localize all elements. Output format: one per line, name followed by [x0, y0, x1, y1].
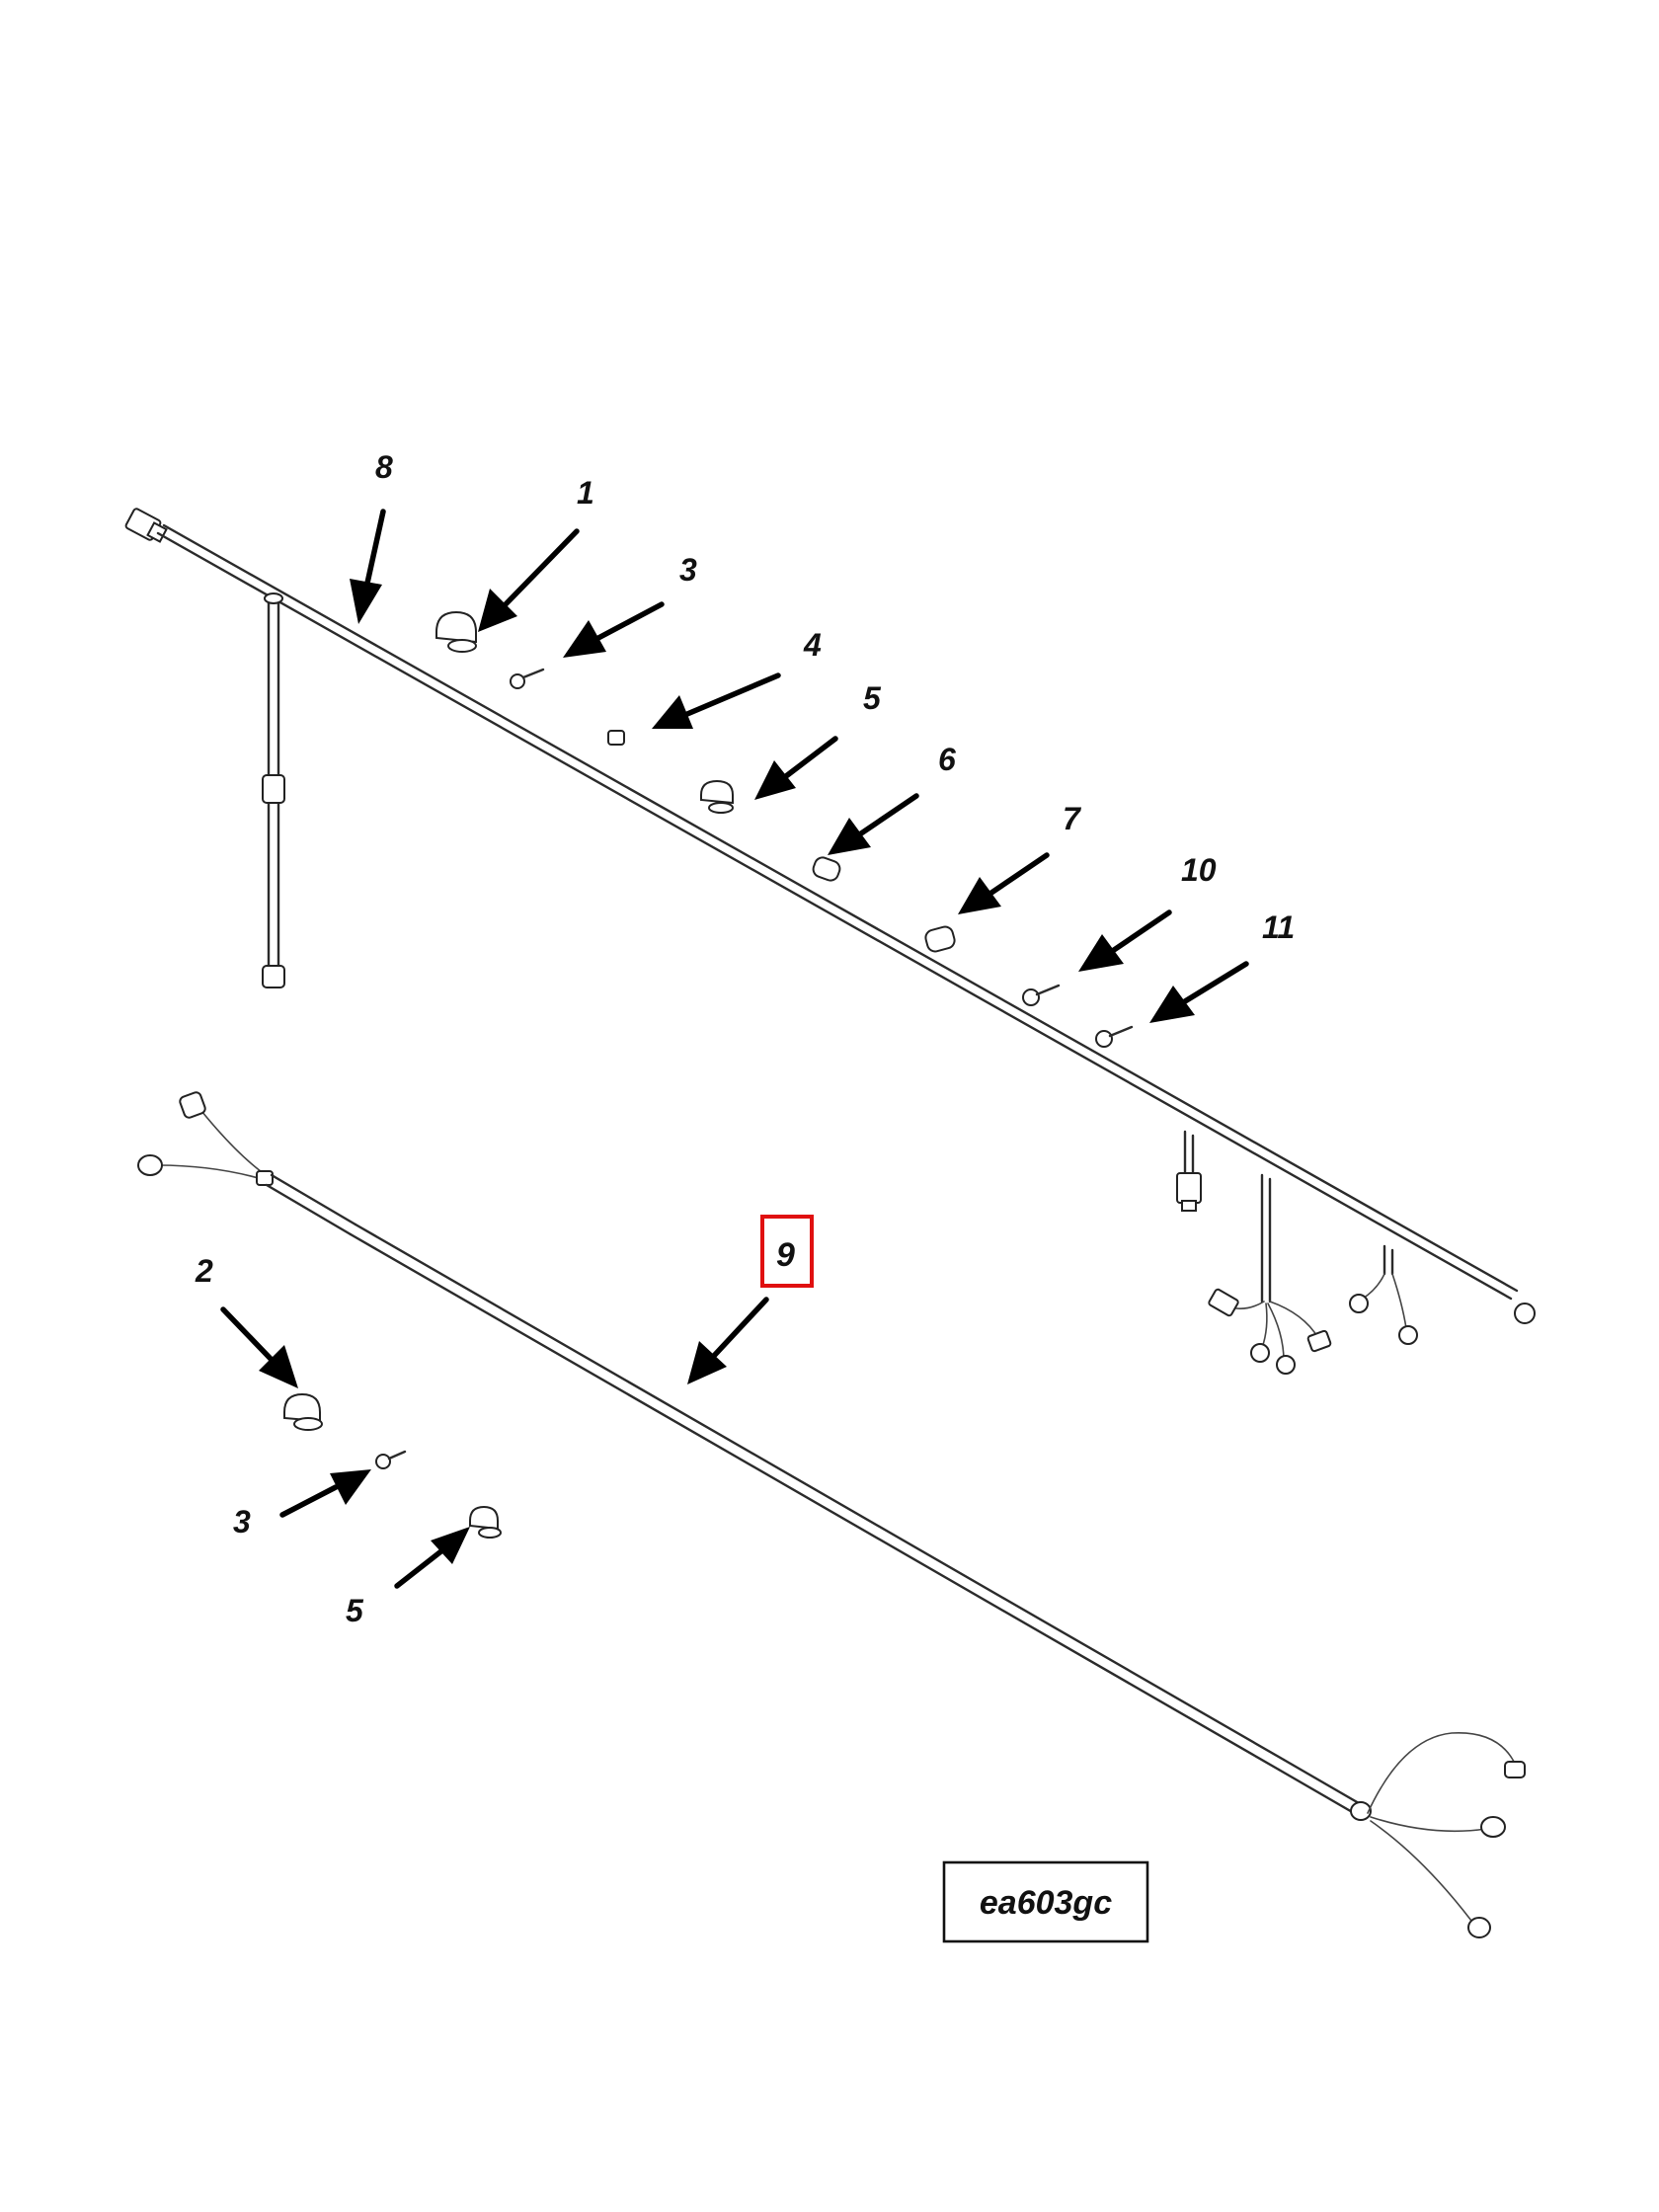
figure-id: ea603gc — [942, 1860, 1149, 1943]
harness-8-mid-branch — [1176, 1130, 1202, 1212]
arrow-10 — [1078, 909, 1172, 972]
arrow-4 — [652, 672, 781, 729]
screw-3-lower — [375, 1450, 407, 1469]
lower-wire-harness — [137, 1091, 1526, 1938]
figure-id-box — [942, 1860, 1149, 1943]
arrow-5-lower — [394, 1527, 470, 1589]
arrow-3-upper — [563, 601, 665, 658]
callout-10: 10 — [1181, 852, 1217, 888]
callout-6: 6 — [938, 742, 956, 777]
arrow-8 — [350, 509, 386, 624]
sleeve-6 — [812, 856, 841, 882]
callout-3-lower: 3 — [233, 1504, 251, 1540]
arrow-5-upper — [754, 736, 838, 800]
arrow-1 — [478, 528, 580, 632]
nut-4 — [607, 730, 625, 746]
callout-8: 8 — [375, 449, 393, 485]
callout-2: 2 — [195, 1253, 213, 1289]
arrow-11 — [1149, 961, 1249, 1023]
callout-9: 9 — [776, 1236, 795, 1274]
callout-arrows — [220, 509, 1249, 1589]
callout-4: 4 — [803, 627, 822, 663]
arrow-2 — [220, 1306, 298, 1388]
callout-5-upper: 5 — [863, 680, 882, 716]
clamp-2 — [283, 1392, 323, 1431]
sleeve-7 — [924, 925, 956, 953]
callout-3-upper: 3 — [679, 552, 697, 588]
upper-hardware — [435, 610, 1134, 1048]
clamp-1 — [435, 610, 477, 653]
bolt-10 — [1022, 984, 1061, 1006]
harness-8-left-connector — [124, 508, 168, 543]
arrow-7 — [958, 852, 1050, 914]
callout-7: 7 — [1063, 801, 1082, 836]
arrow-6 — [828, 793, 919, 855]
screw-3-upper — [510, 668, 545, 689]
bolt-11 — [1095, 1025, 1134, 1048]
harness-8-ring-terminal-branch — [1208, 1173, 1332, 1375]
harness-8-end-terminal — [1514, 1303, 1536, 1324]
clamp-5-upper — [700, 779, 734, 814]
callout-labels: 8 1 3 4 5 6 7 10 11 2 3 5 9 — [195, 449, 1295, 1628]
upper-wire-harness — [124, 508, 1536, 1375]
harness-8-right-branch — [1349, 1244, 1418, 1345]
arrow-9 — [687, 1297, 769, 1384]
clamp-5-lower — [469, 1505, 502, 1539]
lower-hardware — [283, 1392, 502, 1539]
callout-5-lower: 5 — [346, 1593, 364, 1628]
callout-11: 11 — [1262, 909, 1295, 945]
callout-9-highlight-box — [760, 1215, 814, 1288]
harness-8-left-branch — [262, 592, 285, 988]
figure-id-label: ea603gc — [980, 1884, 1112, 1922]
arrow-3-lower — [279, 1469, 371, 1518]
callout-1: 1 — [577, 475, 594, 511]
